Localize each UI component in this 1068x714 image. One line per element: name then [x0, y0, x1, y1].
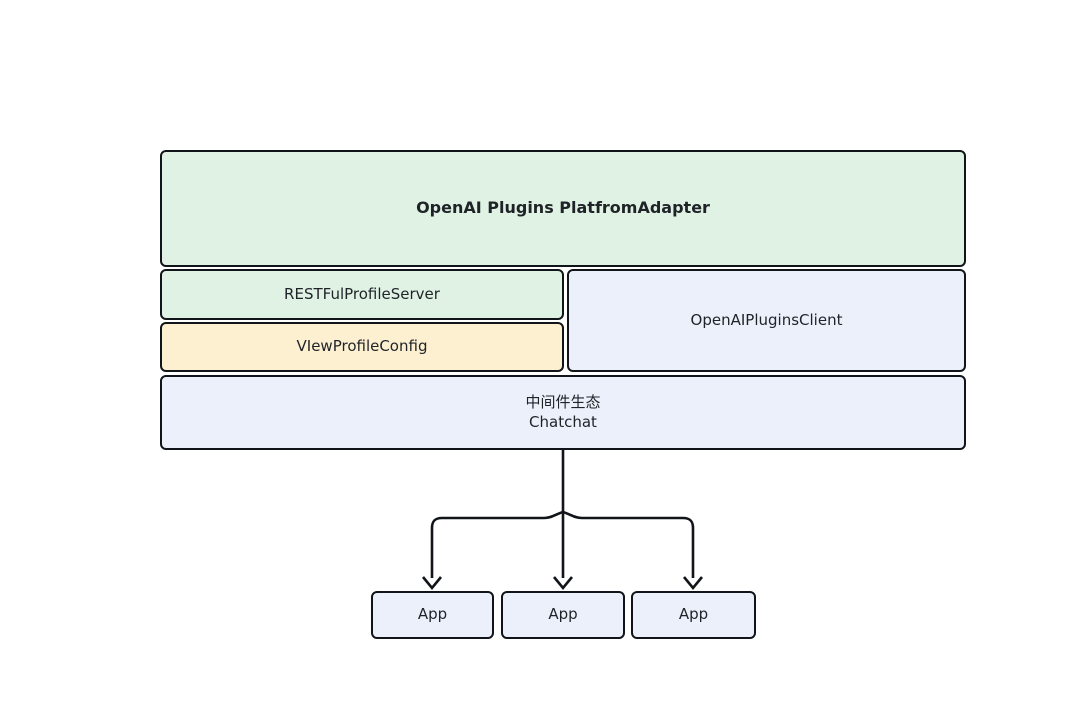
edge-chatchat-app-3 [562, 510, 695, 578]
node-label: VIewProfileConfig [296, 337, 428, 356]
node-app-1[interactable]: App [371, 591, 494, 639]
node-view-profile-config[interactable]: VIewProfileConfig [160, 322, 564, 372]
node-label: App [678, 605, 709, 624]
node-label: OpenAI Plugins PlatfromAdapter [416, 198, 710, 218]
node-label: App [417, 605, 448, 624]
arrowhead-app-2-icon [552, 576, 574, 591]
arrowhead-app-3-icon [682, 576, 704, 591]
node-openai-plugins-platform-adapter[interactable]: OpenAI Plugins PlatfromAdapter [160, 150, 966, 267]
node-label: 中间件生态 Chatchat [525, 393, 601, 431]
node-middleware-chatchat[interactable]: 中间件生态 Chatchat [160, 375, 966, 450]
node-app-3[interactable]: App [631, 591, 756, 639]
node-openai-plugins-client[interactable]: OpenAIPluginsClient [567, 269, 966, 372]
arrowhead-app-1-icon [421, 576, 443, 591]
node-app-2[interactable]: App [501, 591, 625, 639]
node-label: RESTFulProfileServer [284, 284, 440, 303]
node-restful-profile-server[interactable]: RESTFulProfileServer [160, 269, 564, 320]
node-label: App [548, 605, 578, 624]
node-label: OpenAIPluginsClient [690, 310, 843, 329]
edge-chatchat-app-1 [430, 510, 564, 578]
